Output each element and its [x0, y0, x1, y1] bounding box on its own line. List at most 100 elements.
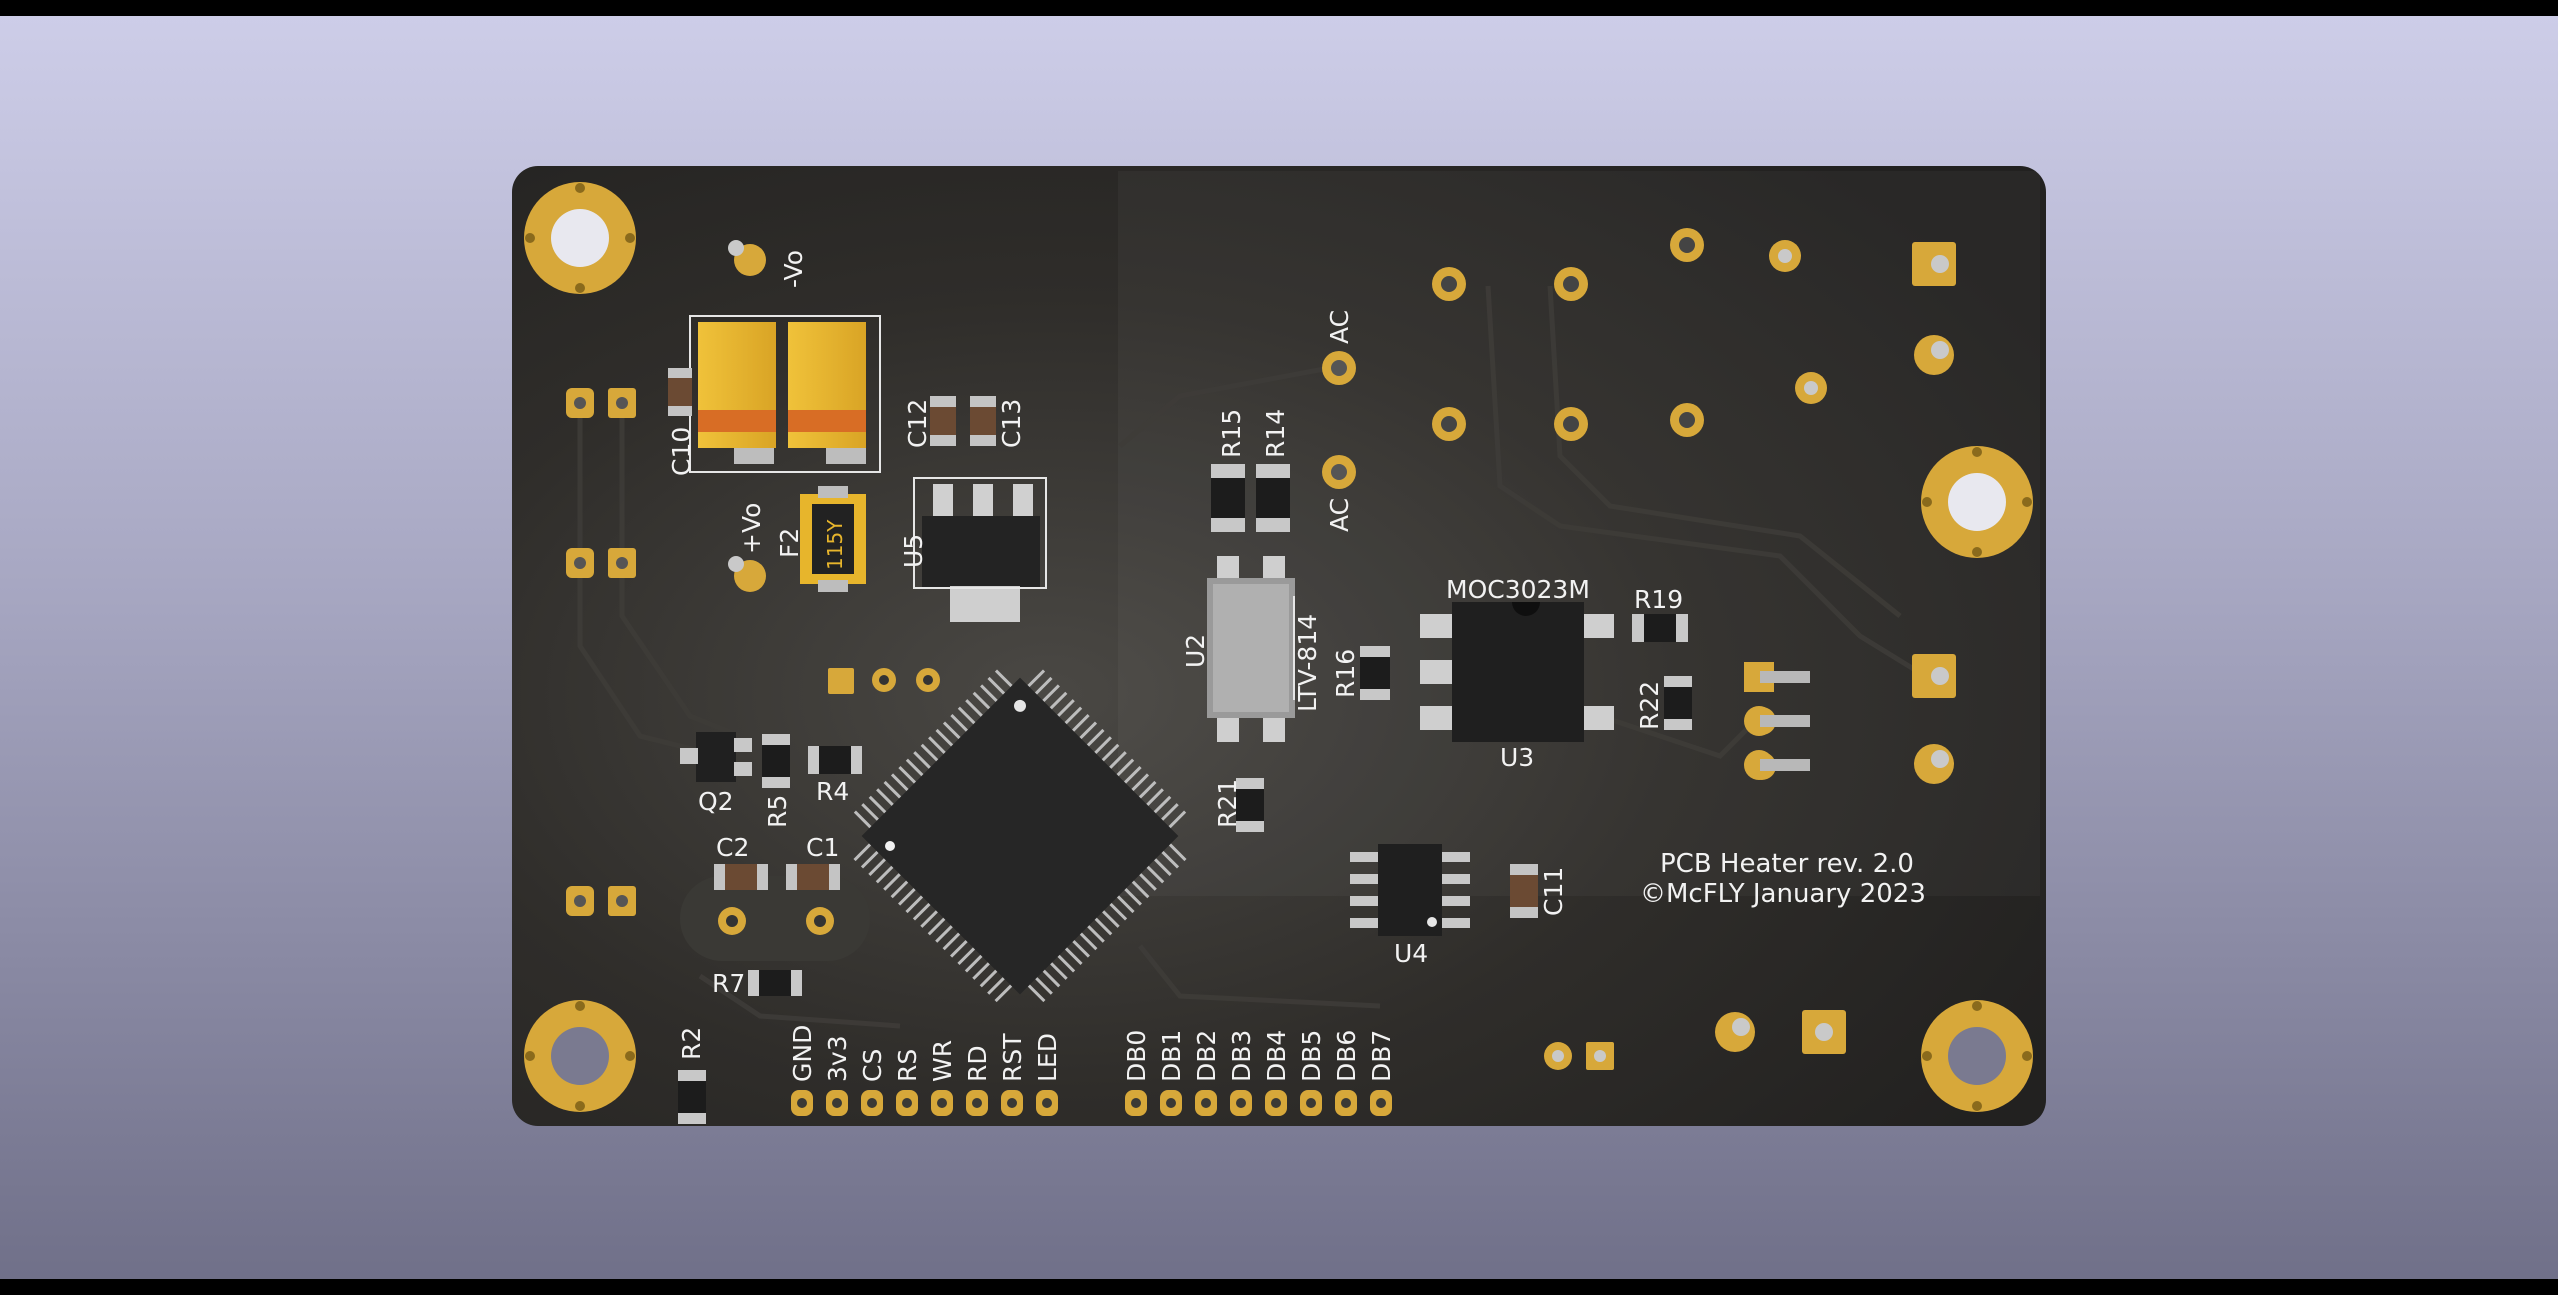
resistor-r4 — [808, 746, 862, 774]
capacitor-c2 — [714, 864, 768, 890]
capacitor-c12 — [930, 396, 956, 446]
label-u2: U2 — [1181, 634, 1210, 668]
label-pos-vo: +Vo — [737, 503, 766, 554]
capacitor-c11 — [1510, 864, 1538, 918]
label-f2: F2 — [775, 528, 804, 558]
lcd-right-pad-hole — [1236, 1098, 1246, 1108]
lcd-left-label-rs: RS — [893, 1049, 922, 1082]
label-r2: R2 — [677, 1027, 706, 1060]
label-c13: C13 — [997, 399, 1026, 448]
lcd-left-label-rd: RD — [963, 1045, 992, 1082]
ic-u4 — [1350, 844, 1470, 936]
lcd-right-pad-hole — [1306, 1098, 1316, 1108]
resistor-r22 — [1664, 676, 1692, 730]
lcd-right-label-db4: DB4 — [1262, 1030, 1291, 1082]
resistor-r7 — [748, 970, 802, 996]
label-c12: C12 — [903, 399, 932, 448]
label-ac-bottom: AC — [1325, 498, 1354, 532]
label-r22: R22 — [1635, 681, 1664, 730]
mcu-pin1-marker — [885, 841, 895, 851]
label-ac-top: AC — [1325, 310, 1354, 344]
label-u3: U3 — [1500, 743, 1534, 772]
label-r15: R15 — [1217, 409, 1246, 458]
lcd-right-label-db0: DB0 — [1122, 1030, 1151, 1082]
lcd-right-pad-hole — [1376, 1098, 1386, 1108]
label-neg-vo: -Vo — [779, 250, 808, 288]
lcd-right-label-db5: DB5 — [1297, 1030, 1326, 1082]
label-r16: R16 — [1331, 649, 1360, 698]
capacitor-c1 — [786, 864, 840, 890]
label-r14: R14 — [1261, 409, 1290, 458]
triac-header-pins — [1744, 662, 1810, 780]
lcd-left-pad-hole — [937, 1098, 947, 1108]
mounting-hole-right-middle — [1921, 446, 2033, 558]
transistor-q2 — [680, 732, 752, 782]
copper-traces — [577, 285, 1927, 1029]
tantalum-capacitor-2 — [788, 322, 866, 464]
label-r19: R19 — [1634, 585, 1683, 614]
lcd-left-label-rst: RST — [998, 1033, 1027, 1082]
label-c11: C11 — [1539, 867, 1568, 916]
optotriac-u3 — [1420, 602, 1614, 742]
label-q2: Q2 — [698, 787, 734, 816]
resistor-r5 — [762, 734, 790, 788]
label-r5: R5 — [763, 795, 792, 828]
label-u4: U4 — [1394, 939, 1428, 968]
lcd-right-pad-hole — [1166, 1098, 1176, 1108]
lcd-left-label-3v3: 3v3 — [823, 1035, 852, 1082]
lcd-right-pad-hole — [1201, 1098, 1211, 1108]
fuse-marking: 115Y — [823, 519, 847, 570]
lcd-header-left-pads — [791, 1090, 1058, 1116]
ground-pad-area — [680, 876, 870, 961]
label-c10: C10 — [667, 427, 696, 476]
lcd-right-pad-hole — [1271, 1098, 1281, 1108]
resistor-r2 — [678, 1070, 706, 1124]
capacitor-c10 — [668, 368, 692, 416]
lcd-left-pad-hole — [832, 1098, 842, 1108]
lcd-right-label-db3: DB3 — [1227, 1030, 1256, 1082]
lcd-left-label-cs: CS — [858, 1049, 887, 1082]
3d-viewer-viewport[interactable]: -Vo +Vo AC AC C10 C12 C13 F2 115Y U5 R15… — [0, 16, 2558, 1279]
resistor-r19 — [1632, 614, 1688, 642]
voltage-regulator-u5 — [913, 477, 1047, 622]
optocoupler-u2 — [1207, 556, 1295, 742]
label-r4: R4 — [816, 777, 849, 806]
label-r7: R7 — [712, 969, 745, 998]
label-u5: U5 — [899, 534, 928, 568]
lcd-left-pad-hole — [1007, 1098, 1017, 1108]
resistor-r15 — [1211, 464, 1245, 532]
lcd-left-label-gnd: GND — [788, 1025, 817, 1082]
board-credit: ©McFLY January 2023 — [1640, 879, 1926, 909]
pcb-render: -Vo +Vo AC AC C10 C12 C13 F2 115Y U5 R15… — [512, 166, 2046, 1126]
lcd-left-pad-hole — [1042, 1098, 1052, 1108]
label-u2-part: LTV-814 — [1293, 614, 1322, 712]
lcd-right-label-db2: DB2 — [1192, 1030, 1221, 1082]
lcd-right-pad-hole — [1341, 1098, 1351, 1108]
resistor-r14 — [1256, 464, 1290, 532]
lcd-left-pad-hole — [797, 1098, 807, 1108]
capacitor-c13 — [970, 396, 996, 446]
mounting-hole-bottom-left — [524, 1000, 636, 1112]
board-title: PCB Heater rev. 2.0 — [1660, 849, 1914, 879]
label-c1: C1 — [806, 833, 839, 862]
label-moc3023m: MOC3023M — [1446, 575, 1590, 604]
lcd-header-right-pads — [1125, 1090, 1392, 1116]
label-c2: C2 — [716, 833, 749, 862]
fuse-f2 — [800, 486, 866, 592]
label-r21: R21 — [1213, 779, 1242, 828]
lcd-left-pad-hole — [972, 1098, 982, 1108]
lcd-left-pad-hole — [867, 1098, 877, 1108]
tantalum-capacitor-1 — [698, 322, 776, 464]
lcd-right-pad-hole — [1131, 1098, 1141, 1108]
mounting-hole-bottom-right — [1921, 1000, 2033, 1112]
resistor-r21 — [1236, 778, 1264, 832]
lcd-right-label-db7: DB7 — [1367, 1030, 1396, 1082]
lcd-left-pad-hole — [902, 1098, 912, 1108]
lcd-left-label-led: LED — [1033, 1033, 1062, 1082]
lcd-right-label-db1: DB1 — [1157, 1030, 1186, 1082]
lcd-left-label-wr: WR — [928, 1040, 957, 1082]
resistor-r16 — [1360, 646, 1390, 700]
mounting-hole-top-left — [524, 182, 636, 294]
